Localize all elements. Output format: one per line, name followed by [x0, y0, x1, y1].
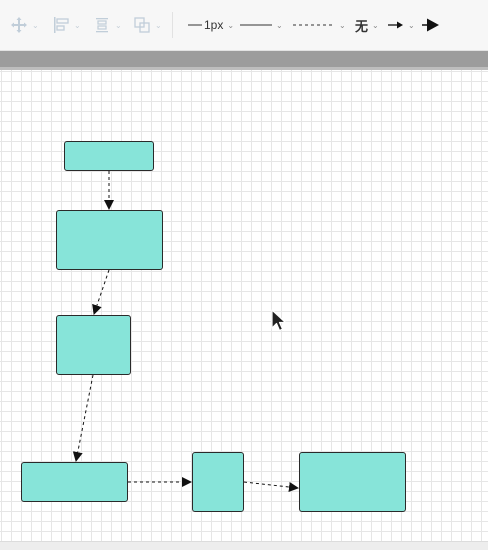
chevron-down-icon: ⌄: [32, 20, 39, 30]
line-width-label: 1px: [204, 18, 224, 32]
panel-divider: [0, 51, 488, 70]
line-weight-icon: [188, 24, 202, 26]
line-width-select[interactable]: 1px ⌄: [188, 14, 234, 36]
toolbar-separator: [172, 12, 173, 38]
edge-node-3-to-node-4[interactable]: [72, 374, 94, 462]
distribute-tool[interactable]: ⌄: [93, 14, 122, 36]
arrow-end-icon: [388, 21, 403, 29]
diagram-node[interactable]: [64, 141, 154, 171]
toolbar: ⌄ ⌄ ⌄ ⌄ 1px ⌄: [0, 0, 488, 51]
chevron-down-icon: ⌄: [276, 20, 283, 30]
arrange-icon: [134, 17, 150, 33]
arrange-tool[interactable]: ⌄: [133, 14, 162, 36]
line-dashed-icon: [293, 24, 335, 26]
line-style-select[interactable]: ⌄: [240, 14, 283, 36]
chevron-down-icon: ⌄: [372, 20, 379, 30]
distribute-icon: [96, 18, 108, 33]
diagram-node[interactable]: [192, 452, 244, 512]
line-dash-select[interactable]: ⌄: [293, 14, 346, 36]
chevron-down-icon: ⌄: [408, 20, 415, 30]
bottom-scrollbar[interactable]: [0, 541, 488, 550]
diagram-node[interactable]: [56, 210, 163, 270]
align-left-icon: [54, 17, 69, 33]
diagram-node[interactable]: [299, 452, 406, 512]
line-solid-icon: [240, 24, 272, 26]
chevron-down-icon: ⌄: [74, 20, 81, 30]
mouse-cursor-icon: [271, 309, 287, 332]
edge-node-5-to-node-6[interactable]: [243, 481, 299, 492]
align-tool[interactable]: ⌄: [52, 14, 81, 36]
chevron-down-icon: ⌄: [155, 20, 162, 30]
arrow-style-select[interactable]: [422, 14, 440, 36]
diagram-node[interactable]: [21, 462, 128, 502]
chevron-down-icon: ⌄: [227, 20, 235, 30]
arrow-start-label: 无: [355, 18, 369, 34]
move-tool[interactable]: ⌄: [10, 14, 39, 36]
chevron-down-icon: ⌄: [339, 20, 346, 30]
arrow-end-select[interactable]: ⌄: [388, 14, 415, 36]
diagram-canvas[interactable]: [0, 70, 488, 541]
edge-node-2-to-node-3[interactable]: [92, 269, 110, 315]
move-icon: [11, 17, 27, 33]
chevron-down-icon: ⌄: [115, 20, 122, 30]
arrow-start-select[interactable]: 无 ⌄: [355, 14, 379, 36]
diagram-node[interactable]: [56, 315, 131, 375]
edges-layer: [72, 171, 299, 492]
arrow-filled-icon: [422, 18, 439, 32]
